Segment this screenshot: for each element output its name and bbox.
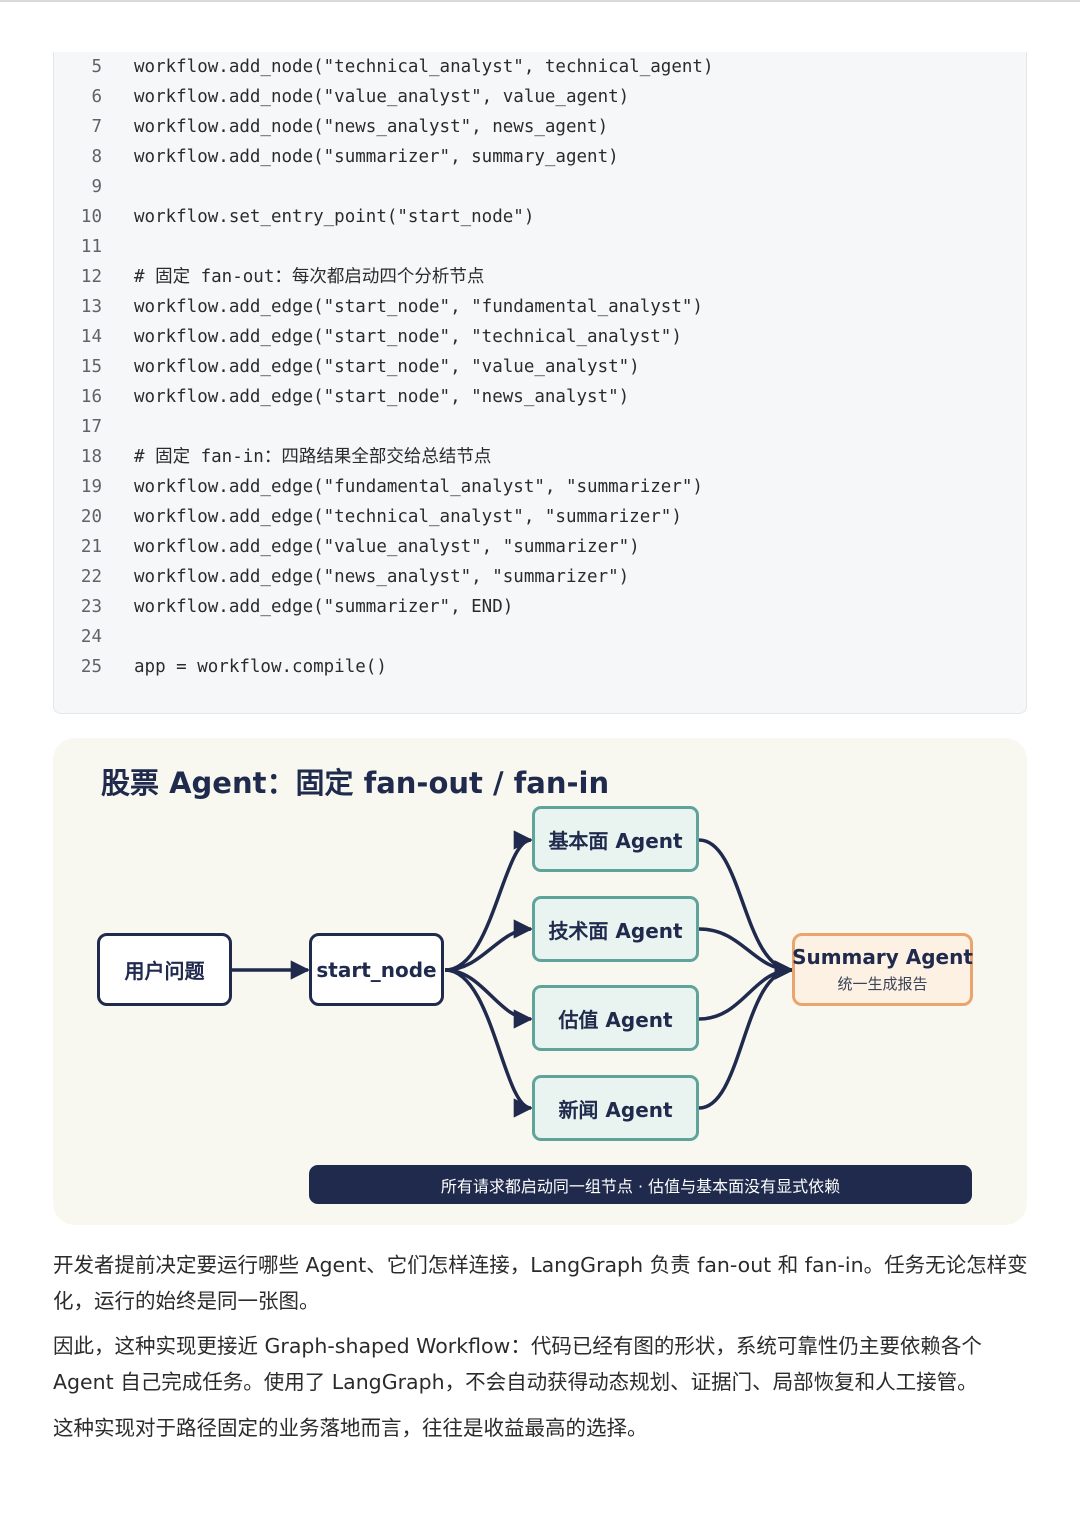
summary-agent-sublabel: 统一生成报告 — [837, 975, 928, 993]
diagram-title: 股票 Agent：固定 fan-out / fan-in — [101, 766, 610, 800]
code-text: workflow.add_node("value_analyst", value… — [134, 87, 630, 107]
node-start: start_node — [309, 933, 444, 1006]
line-number: 6 — [91, 87, 102, 107]
code-line: 5 workflow.add_node("technical_analyst", … — [54, 52, 713, 82]
diagram-edges — [232, 830, 794, 1118]
node-fundamental-agent: 基本面 Agent — [532, 806, 699, 872]
summary-agent-label: Summary Agent — [792, 945, 973, 969]
code-text: workflow.add_edge("technical_analyst", "… — [134, 507, 682, 527]
line-number: 15 — [80, 357, 102, 377]
code-text: workflow.add_edge("summarizer", END) — [134, 597, 514, 617]
code-text: workflow.add_edge("start_node", "news_an… — [134, 387, 630, 407]
code-line: 7 workflow.add_node("news_analyst", news_… — [54, 112, 608, 142]
line-number: 11 — [80, 237, 102, 257]
paragraph-2: 因此，这种实现更接近 Graph-shaped Workflow：代码已经有图的… — [53, 1334, 982, 1394]
code-line: 13 workflow.add_edge("start_node", "funda… — [54, 292, 703, 322]
code-line: 9 — [54, 172, 102, 202]
code-text: app = workflow.compile() — [134, 657, 387, 677]
line-number: 14 — [80, 327, 102, 347]
code-text: workflow.add_node("summarizer", summary_… — [134, 147, 619, 167]
code-text: workflow.add_edge("start_node", "technic… — [134, 327, 682, 347]
node-news-agent: 新闻 Agent — [532, 1075, 699, 1141]
line-number: 10 — [80, 207, 102, 227]
diagram-panel: 股票 Agent：固定 fan-out / fan-in 用户问题 start_… — [53, 738, 1027, 1225]
code-line: 17 — [54, 412, 102, 442]
code-line: 24 — [54, 622, 102, 652]
line-number: 21 — [80, 537, 102, 557]
code-text: workflow.add_edge("fundamental_analyst",… — [134, 477, 703, 497]
line-number: 24 — [80, 627, 102, 647]
edge-value-summary — [698, 960, 794, 1021]
code-text: workflow.add_node("news_analyst", news_a… — [134, 117, 609, 137]
code-line: 16 workflow.add_edge("start_node", "news_… — [54, 382, 629, 412]
code-line: 10 workflow.set_entry_point("start_node") — [54, 202, 534, 232]
code-line: 14 workflow.add_edge("start_node", "techn… — [54, 322, 682, 352]
code-line: 6 workflow.add_node("value_analyst", valu… — [54, 82, 629, 112]
code-text: workflow.set_entry_point("start_node") — [134, 207, 535, 227]
code-line: 23 workflow.add_edge("summarizer", END) — [54, 592, 513, 622]
code-text: workflow.add_edge("start_node", "fundame… — [134, 297, 703, 317]
code-line: 15 workflow.add_edge("start_node", "value… — [54, 352, 640, 382]
edge-start-fundamental — [444, 830, 533, 972]
line-number: 19 — [80, 477, 102, 497]
line-number: 5 — [91, 57, 102, 77]
code-text: workflow.add_edge("news_analyst", "summa… — [134, 567, 630, 587]
line-number: 9 — [91, 177, 102, 197]
line-number: 17 — [80, 417, 102, 437]
line-number: 25 — [80, 657, 102, 677]
edge-start-technical — [444, 919, 533, 972]
line-number: 7 — [91, 117, 102, 137]
line-number: 16 — [80, 387, 102, 407]
code-line: 20 workflow.add_edge("technical_analyst",… — [54, 502, 682, 532]
top-divider — [0, 0, 1080, 2]
diagram-banner: 所有请求都启动同一组节点 · 估值与基本面没有显式依赖 — [309, 1165, 972, 1204]
edge-news-summary — [698, 960, 794, 1110]
line-number: 18 — [80, 447, 102, 467]
code-comment: # 固定 fan-in：四路结果全部交给总结节点 — [134, 447, 492, 467]
paragraph-1: 开发者提前决定要运行哪些 Agent、它们怎样连接，LangGraph 负责 f… — [53, 1253, 1028, 1313]
code-line: 18 # 固定 fan-in：四路结果全部交给总结节点 — [54, 442, 491, 472]
node-technical-agent: 技术面 Agent — [532, 896, 699, 962]
code-line: 22 workflow.add_edge("news_analyst", "sum… — [54, 562, 629, 592]
node-summary-agent: Summary Agent 统一生成报告 — [792, 933, 973, 1006]
node-value-agent: 估值 Agent — [532, 985, 699, 1051]
code-text: workflow.add_edge("start_node", "value_a… — [134, 357, 640, 377]
code-line: 21 workflow.add_edge("value_analyst", "su… — [54, 532, 640, 562]
code-line: 25 app = workflow.compile() — [54, 652, 387, 682]
line-number: 23 — [80, 597, 102, 617]
edge-start-value — [444, 968, 533, 1029]
line-number: 12 — [80, 267, 102, 287]
paragraph-3: 这种实现对于路径固定的业务落地而言，往往是收益最高的选择。 — [53, 1416, 648, 1440]
code-block: 5 workflow.add_node("technical_analyst", … — [53, 52, 1027, 714]
line-number: 20 — [80, 507, 102, 527]
code-text: workflow.add_edge("value_analyst", "summ… — [134, 537, 640, 557]
line-number: 8 — [91, 147, 102, 167]
code-line: 12 # 固定 fan-out：每次都启动四个分析节点 — [54, 262, 484, 292]
code-text: workflow.add_node("technical_analyst", t… — [134, 57, 714, 77]
code-line: 19 workflow.add_edge("fundamental_analyst… — [54, 472, 703, 502]
code-line: 8 workflow.add_node("summarizer", summary… — [54, 142, 618, 172]
code-line: 11 — [54, 232, 102, 262]
edge-start-news — [444, 968, 533, 1118]
code-comment: # 固定 fan-out：每次都启动四个分析节点 — [134, 267, 485, 287]
line-number: 13 — [80, 297, 102, 317]
edge-fundamental-summary — [698, 838, 794, 980]
line-number: 22 — [80, 567, 102, 587]
node-user-question: 用户问题 — [97, 933, 232, 1006]
